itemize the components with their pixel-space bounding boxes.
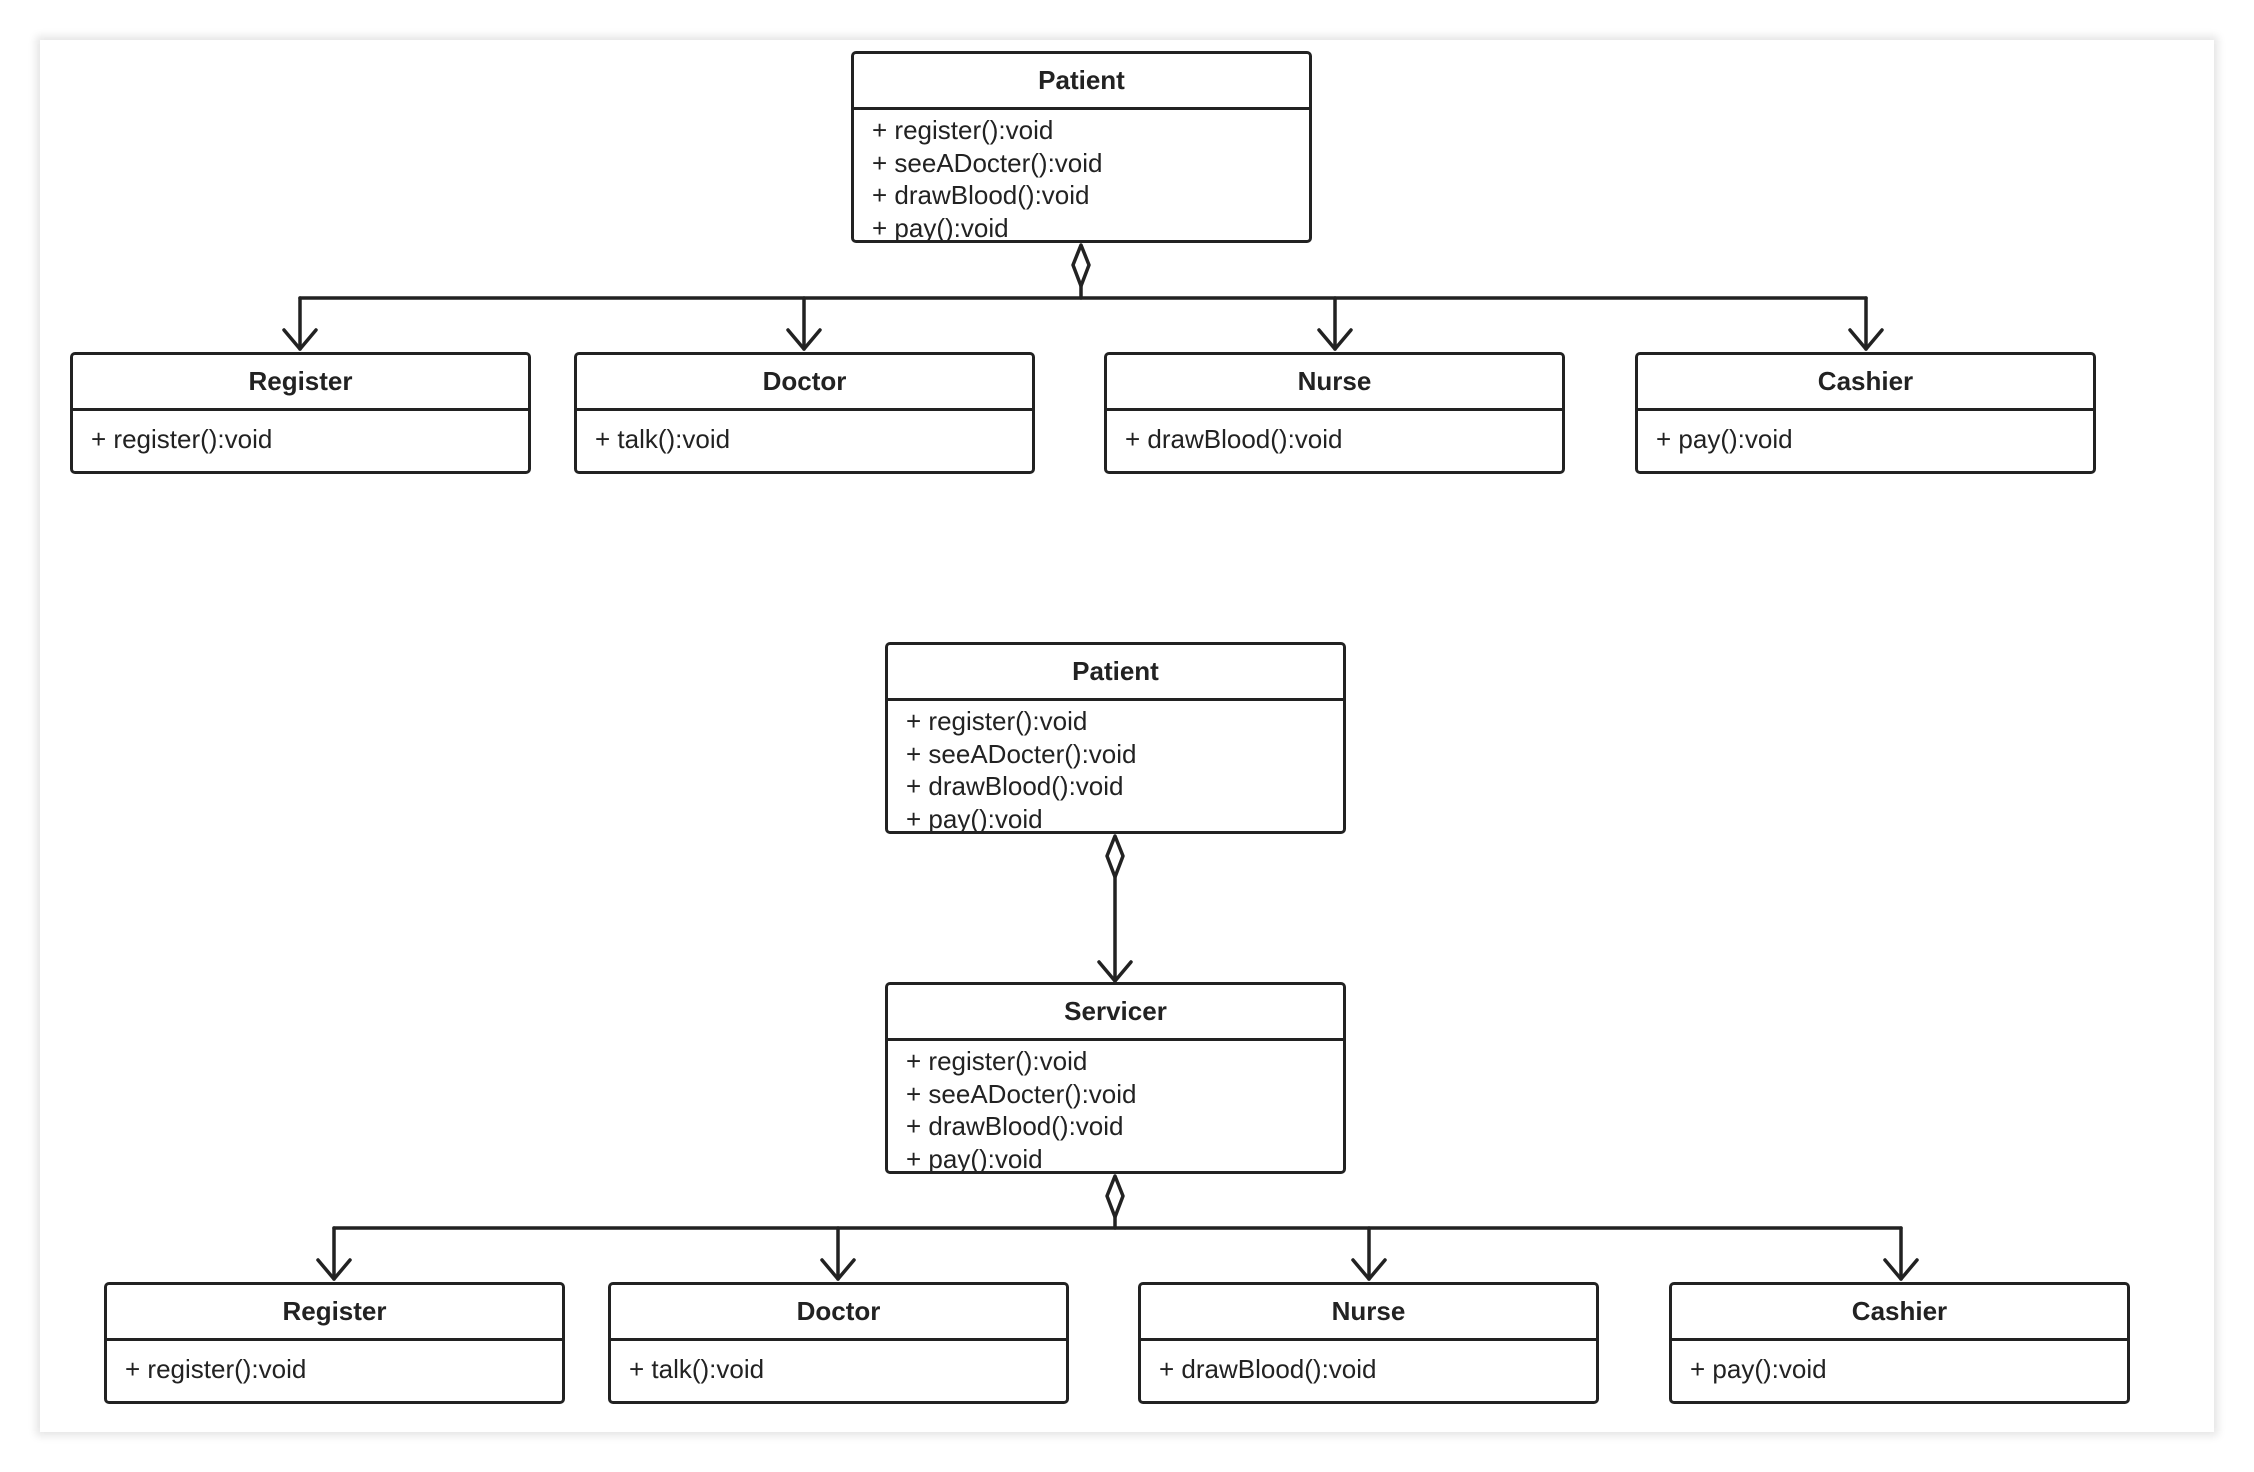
method-list: + pay():void <box>1638 411 2093 456</box>
arrow-servicer <box>1097 960 1133 983</box>
class-name: Nurse <box>1107 355 1562 411</box>
method-item: + register():void <box>125 1354 307 1384</box>
method-list: + talk():void <box>577 411 1032 456</box>
arrow-doctor-d1 <box>786 328 822 351</box>
class-box-register-d2[interactable]: Register + register():void <box>104 1282 565 1404</box>
class-box-doctor-d2[interactable]: Doctor + talk():void <box>608 1282 1069 1404</box>
arrow-nurse-d1 <box>1317 328 1353 351</box>
method-list: + drawBlood():void <box>1141 1341 1596 1386</box>
method-item: + seeADocter():void <box>906 1078 1137 1109</box>
method-list: + drawBlood():void <box>1107 411 1562 456</box>
method-list: + talk():void <box>611 1341 1066 1386</box>
class-name: Doctor <box>611 1285 1066 1341</box>
method-item: + register():void <box>906 1046 1088 1076</box>
class-name: Register <box>73 355 528 411</box>
class-name: Patient <box>888 645 1343 701</box>
class-box-doctor-d1[interactable]: Doctor + talk():void <box>574 352 1035 474</box>
class-name: Cashier <box>1672 1285 2127 1341</box>
method-item: + register():void <box>906 706 1088 736</box>
method-list: + register():void + seeADocter():void + … <box>888 701 1343 834</box>
method-list: + register():void + seeADocter():void + … <box>888 1041 1343 1174</box>
method-item: + register():void <box>91 424 273 454</box>
method-item: + pay():void <box>906 1143 1043 1174</box>
class-box-register-d1[interactable]: Register + register():void <box>70 352 531 474</box>
method-item: + seeADocter():void <box>906 738 1137 769</box>
class-name: Cashier <box>1638 355 2093 411</box>
method-item: + drawBlood():void <box>906 1111 1124 1141</box>
aggregation-diamond-d2-servicer <box>1105 1174 1125 1219</box>
method-item: + drawBlood():void <box>1125 424 1343 454</box>
method-list: + register():void <box>73 411 528 456</box>
arrow-nurse-d2 <box>1351 1258 1387 1281</box>
arrow-doctor-d2 <box>820 1258 856 1281</box>
method-item: + drawBlood():void <box>872 180 1090 210</box>
class-box-cashier-d2[interactable]: Cashier + pay():void <box>1669 1282 2130 1404</box>
class-name: Patient <box>854 54 1309 110</box>
aggregation-diamond-d2-patient <box>1105 834 1125 879</box>
arrow-register-d1 <box>282 328 318 351</box>
method-item: + pay():void <box>906 803 1043 834</box>
method-item: + pay():void <box>1690 1354 1827 1384</box>
class-name: Servicer <box>888 985 1343 1041</box>
method-item: + drawBlood():void <box>906 771 1124 801</box>
method-item: + talk():void <box>595 424 731 454</box>
class-box-patient-d1[interactable]: Patient + register():void + seeADocter()… <box>851 51 1312 243</box>
class-name: Register <box>107 1285 562 1341</box>
class-box-servicer[interactable]: Servicer + register():void + seeADocter(… <box>885 982 1346 1174</box>
connectors <box>282 243 1919 1281</box>
method-item: + drawBlood():void <box>1159 1354 1377 1384</box>
method-item: + talk():void <box>629 1354 765 1384</box>
class-box-cashier-d1[interactable]: Cashier + pay():void <box>1635 352 2096 474</box>
class-box-patient-d2[interactable]: Patient + register():void + seeADocter()… <box>885 642 1346 834</box>
method-item: + register():void <box>872 115 1054 145</box>
class-name: Doctor <box>577 355 1032 411</box>
method-list: + register():void + seeADocter():void + … <box>854 110 1309 243</box>
arrow-cashier-d1 <box>1848 328 1884 351</box>
method-item: + pay():void <box>872 212 1009 243</box>
diagram-canvas: Patient + register():void + seeADocter()… <box>40 40 2214 1432</box>
class-box-nurse-d1[interactable]: Nurse + drawBlood():void <box>1104 352 1565 474</box>
class-box-nurse-d2[interactable]: Nurse + drawBlood():void <box>1138 1282 1599 1404</box>
method-list: + pay():void <box>1672 1341 2127 1386</box>
method-item: + pay():void <box>1656 424 1793 454</box>
method-item: + seeADocter():void <box>872 147 1103 178</box>
aggregation-diamond-d1 <box>1071 243 1091 288</box>
method-list: + register():void <box>107 1341 562 1386</box>
class-name: Nurse <box>1141 1285 1596 1341</box>
arrow-register-d2 <box>316 1258 352 1281</box>
arrow-cashier-d2 <box>1883 1258 1919 1281</box>
